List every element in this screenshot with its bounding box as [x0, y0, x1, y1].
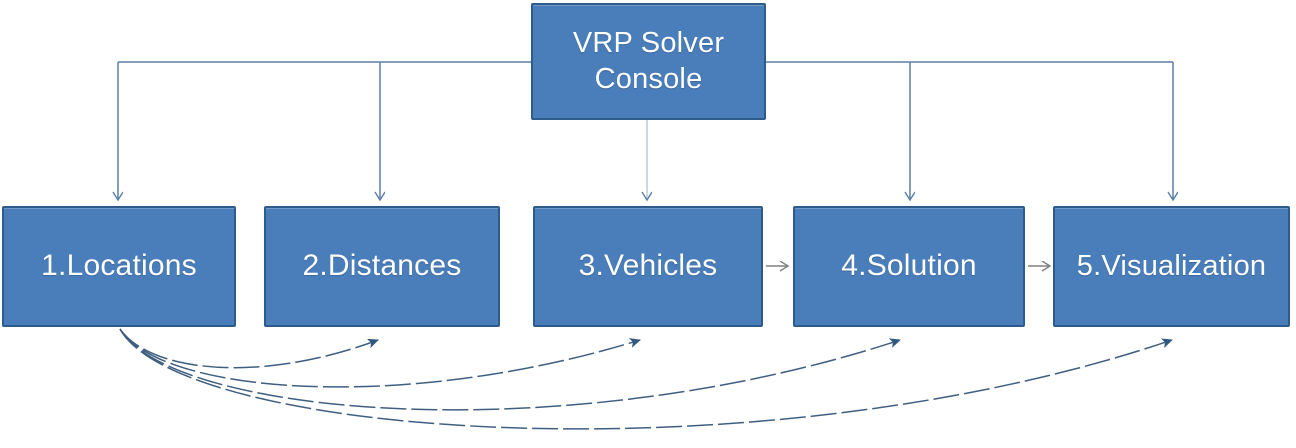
node-step-distances[interactable]: 2.Distances [264, 206, 500, 327]
feedback-locations-to-vehicles [119, 328, 641, 388]
feedback-locations-to-visualization [119, 328, 1173, 430]
node-step-solution[interactable]: 4.Solution [793, 206, 1025, 327]
node-vrp-solver-console-label: VRP Solver Console [572, 27, 725, 95]
node-step-solution-label: 4.Solution [841, 249, 977, 283]
feedback-locations-to-distances [119, 328, 379, 369]
node-step-distances-label: 2.Distances [302, 249, 462, 283]
node-step-visualization[interactable]: 5.Visualization [1053, 206, 1290, 327]
node-step-locations[interactable]: 1.Locations [2, 206, 236, 327]
feedback-arrow-group [119, 328, 1173, 430]
node-step-vehicles-label: 3.Vehicles [578, 249, 718, 283]
feedback-locations-to-solution [119, 328, 901, 411]
node-step-locations-label: 1.Locations [41, 249, 197, 283]
node-vrp-solver-console[interactable]: VRP Solver Console [531, 3, 766, 120]
node-step-vehicles[interactable]: 3.Vehicles [533, 206, 763, 327]
node-step-visualization-label: 5.Visualization [1076, 249, 1267, 282]
